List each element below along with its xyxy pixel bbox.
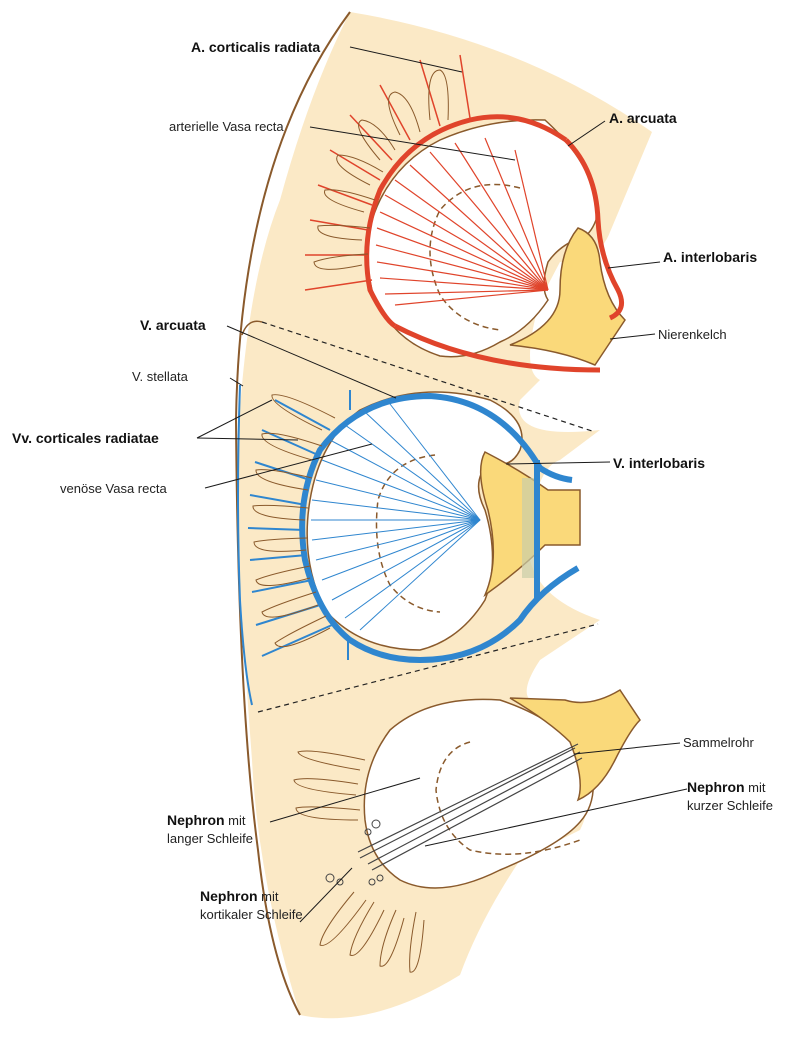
label-a-arcuata: A. arcuata [609, 110, 677, 126]
label-nephron-kurz-line2: kurzer Schleife [687, 798, 773, 813]
label-v-stellata: V. stellata [132, 369, 189, 384]
label-a-interlobaris: A. interlobaris [663, 249, 757, 265]
label-sammelrohr: Sammelrohr [683, 735, 754, 750]
label-arterielle-vasa-recta: arterielle Vasa recta [169, 119, 284, 134]
label-venoese-vasa-recta: venöse Vasa recta [60, 481, 167, 496]
label-nephron-lang-bold: Nephron [167, 812, 225, 828]
label-v-interlobaris: V. interlobaris [613, 455, 705, 471]
label-nephron-kurz: Nephron mit [687, 779, 766, 795]
label-nephron-kurz-bold: Nephron [687, 779, 745, 795]
label-nephron-kurz-mit: mit [745, 780, 766, 795]
label-nephron-kort-mit: mit [258, 889, 279, 904]
label-vv-corticales-radiatae: Vv. corticales radiatae [12, 430, 159, 446]
label-nephron-lang-mit: mit [225, 813, 246, 828]
label-nephron-kort: Nephron mit [200, 888, 279, 904]
label-a-corticalis-radiata: A. corticalis radiata [191, 39, 320, 55]
label-nierenkelch: Nierenkelch [658, 327, 727, 342]
label-nephron-lang: Nephron mit [167, 812, 246, 828]
label-nephron-kort-line2: kortikaler Schleife [200, 907, 303, 922]
label-nephron-lang-line2: langer Schleife [167, 831, 253, 846]
calyx-stalk-shadow [522, 478, 534, 578]
label-nephron-kort-bold: Nephron [200, 888, 258, 904]
label-v-arcuata: V. arcuata [140, 317, 206, 333]
interlobar-vein [540, 468, 572, 480]
